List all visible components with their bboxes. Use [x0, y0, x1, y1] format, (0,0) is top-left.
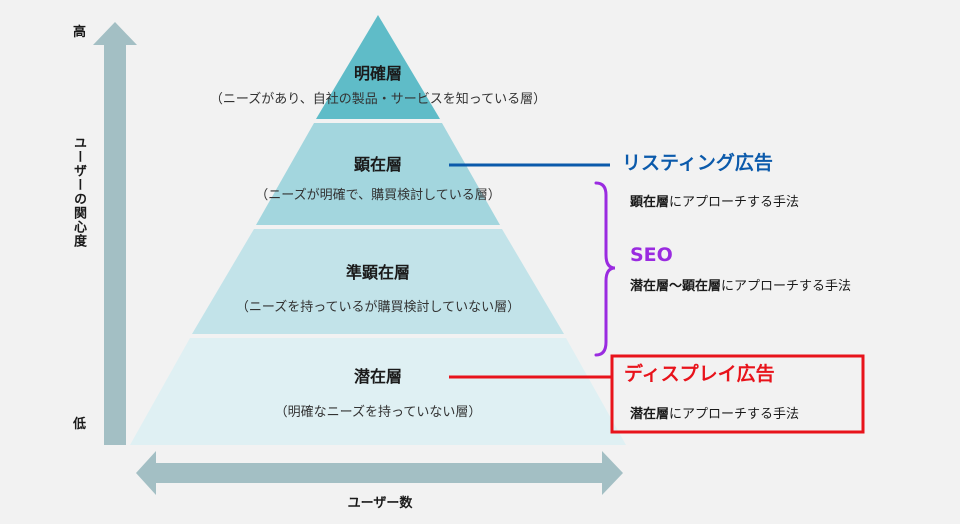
- horizontal-axis-label: ユーザー数: [347, 496, 413, 511]
- horizontal-axis-arrow: [136, 451, 623, 495]
- axis-low-label: 低: [73, 417, 87, 432]
- layer-explicit-title: 明確層: [353, 64, 403, 83]
- layer-explicit-shape: [316, 15, 440, 119]
- layer-semi-apparent-shape: [192, 229, 564, 334]
- display-ad-desc: 潜在層にアプローチする手法: [630, 408, 799, 421]
- display-ad-desc-bold: 潜在層: [630, 407, 670, 422]
- listing-ad-title: リスティング広告: [622, 152, 773, 174]
- display-ad-box: [610, 354, 865, 434]
- seo-desc: 潜在層〜顕在層にアプローチする手法: [630, 280, 851, 293]
- layer-apparent-desc: （ニーズが明確で、購買検討している層）: [255, 188, 501, 203]
- layer-latent-desc: （明確なニーズを持っていない層）: [274, 405, 482, 420]
- layer-explicit-desc: （ニーズがあり、自社の製品・サービスを知っている層）: [209, 92, 547, 107]
- seo-desc-bold: 潜在層〜顕在層: [630, 279, 722, 294]
- layer-apparent-title: 顕在層: [353, 155, 403, 174]
- vertical-axis-label: ユーザーの関心度: [71, 136, 86, 248]
- display-ad-title: ディスプレイ広告: [624, 363, 775, 385]
- axis-high-label: 高: [73, 25, 87, 40]
- layer-semi-apparent-title: 準顕在層: [345, 263, 411, 282]
- seo-desc-rest: にアプローチする手法: [721, 279, 852, 294]
- vertical-axis-arrow: [93, 22, 137, 445]
- layer-apparent-shape: [256, 123, 500, 225]
- layer-latent-title: 潜在層: [353, 367, 403, 386]
- seo-brace: [594, 181, 616, 357]
- listing-ad-desc: 顕在層にアプローチする手法: [630, 196, 799, 209]
- listing-ad-desc-bold: 顕在層: [630, 195, 670, 210]
- display-ad-desc-rest: にアプローチする手法: [669, 407, 800, 422]
- seo-title: SEO: [630, 244, 673, 266]
- layer-semi-apparent-desc: （ニーズを持っているが購買検討していない層）: [235, 300, 521, 315]
- listing-ad-desc-rest: にアプローチする手法: [669, 195, 800, 210]
- layer-latent-shape: [130, 338, 626, 445]
